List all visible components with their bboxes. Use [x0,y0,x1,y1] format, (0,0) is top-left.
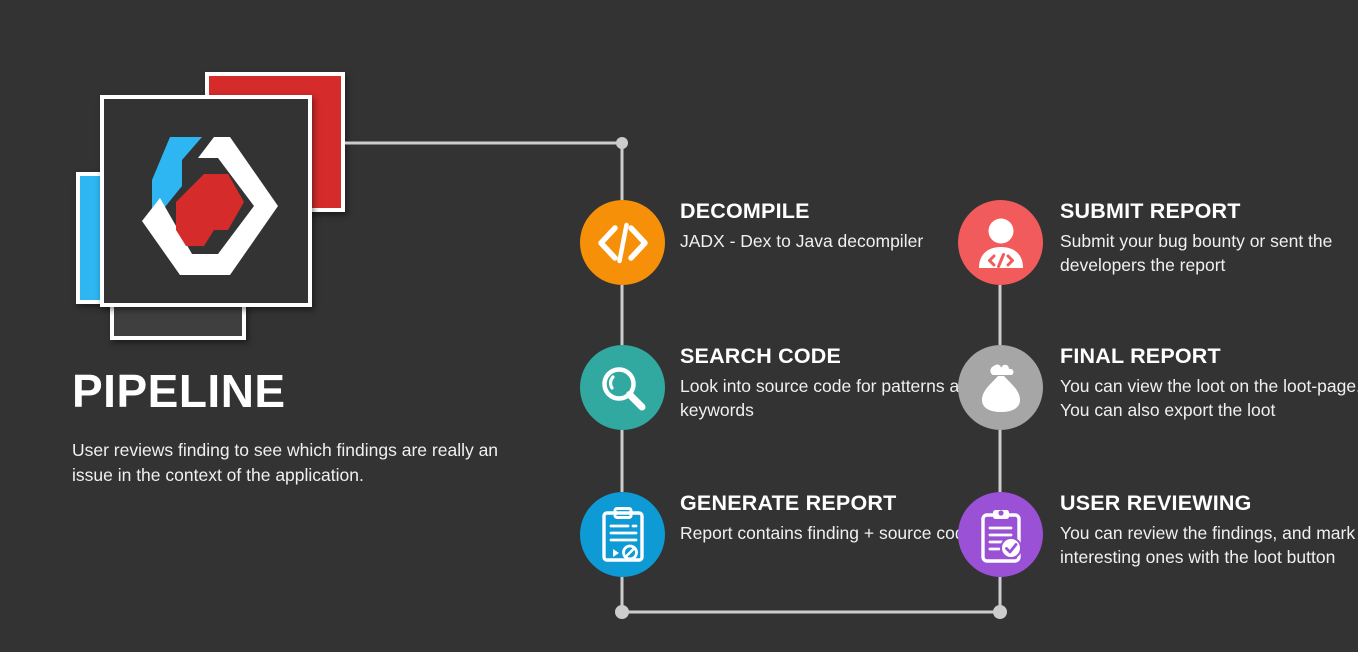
node-title: USER REVIEWING [1060,491,1252,515]
node-icon-badge-decompile[interactable] [580,200,665,285]
node-description: You can review the findings, and mark th… [1060,522,1358,568]
node-title: GENERATE REPORT [680,491,897,515]
connector-dot-bottom-right [993,605,1007,619]
logo-arm-white [142,137,278,275]
node-icon-badge-generate-report[interactable] [580,492,665,577]
node-title: SEARCH CODE [680,344,842,368]
node-icon-badge-user-reviewing[interactable] [958,492,1043,577]
connector-dot-bottom-left [615,605,629,619]
node-text-search-code: SEARCH CODE Look into source code for pa… [680,345,980,423]
connector-logo-to-decompile [345,141,624,200]
node-text-final-report: FINAL REPORT You can view the loot on th… [1060,345,1358,423]
node-title: SUBMIT REPORT [1060,199,1241,223]
node-description: Look into source code for patterns and k… [680,375,979,421]
developer-person-icon [978,218,1023,268]
node-description: Submit your bug bounty or sent the devel… [1060,230,1333,276]
connector-generate-to-review [620,577,1002,614]
magnifying-glass-icon [601,366,645,410]
page-title: PIPELINE [72,365,286,417]
node-text-decompile: DECOMPILE JADX - Dex to Java decompiler [680,200,980,253]
connector-dot-top [616,137,628,149]
logo-inner-key [176,174,244,246]
node-text-user-reviewing: USER REVIEWING You can review the findin… [1060,492,1358,570]
node-text-generate-report: GENERATE REPORT Report contains finding … [680,492,980,545]
node-description: JADX - Dex to Java decompiler [680,230,924,251]
clipboard-check-icon [980,509,1022,563]
logo-arm-blue [152,137,202,223]
code-brackets-icon [597,222,648,263]
page-description: User reviews finding to see which findin… [72,440,499,486]
node-title: FINAL REPORT [1060,344,1221,368]
node-text-submit-report: SUBMIT REPORT Submit your bug bounty or … [1060,200,1358,278]
node-icon-badge-final-report[interactable] [958,345,1043,430]
node-description: Report contains finding + source code [680,522,975,543]
node-description: You can view the loot on the loot-page. … [1060,375,1358,421]
hexagon-logo-icon [142,137,278,275]
loot-bag-icon [981,364,1020,412]
node-title: DECOMPILE [680,199,810,223]
clipboard-report-icon [601,506,644,562]
node-icon-badge-search-code[interactable] [580,345,665,430]
node-icon-badge-submit-report[interactable] [958,200,1043,285]
